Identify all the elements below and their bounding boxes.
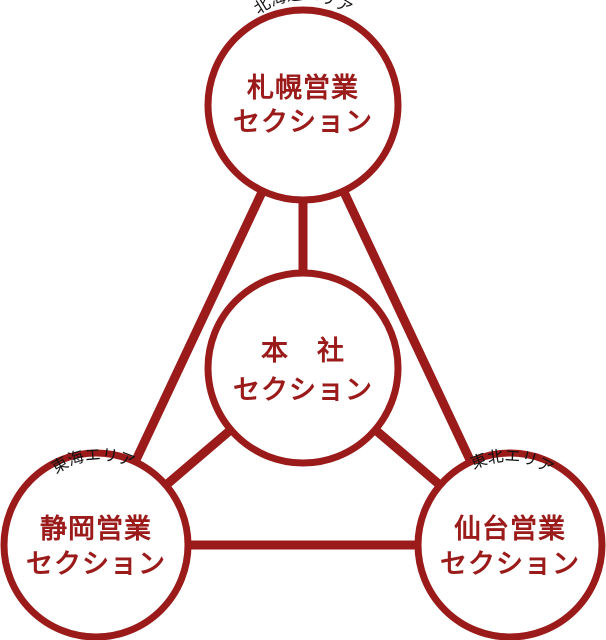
link-top-left	[131, 189, 267, 464]
node-sapporo-label-line1: 札幌営業	[247, 72, 359, 104]
node-honsha-label-line2: セクション	[233, 375, 373, 406]
node-honsha-circle	[204, 269, 402, 467]
node-shizuoka: 東海エリア 静岡営業 セクション	[0, 445, 192, 640]
link-right-center	[372, 426, 444, 489]
node-honsha: 本 社 セクション	[204, 269, 402, 467]
node-sendai-label-line2: セクション	[440, 549, 580, 580]
link-left-center	[162, 426, 234, 489]
node-sendai-circle	[414, 449, 606, 640]
node-sendai: 東北エリア 仙台営業 セクション	[414, 446, 606, 640]
node-shizuoka-label-line2: セクション	[26, 549, 166, 580]
node-shizuoka-label-line1: 静岡営業	[40, 513, 152, 545]
node-sendai-label-line1: 仙台営業	[454, 513, 566, 545]
node-sapporo-label-line2: セクション	[233, 107, 373, 138]
node-sapporo-circle	[204, 6, 402, 204]
node-sapporo: 北海道エリア 札幌営業 セクション	[204, 0, 402, 204]
connection-lines	[131, 189, 475, 550]
link-top-right	[339, 189, 475, 464]
node-shizuoka-circle	[0, 449, 192, 640]
node-honsha-label-line1: 本 社	[261, 335, 345, 367]
